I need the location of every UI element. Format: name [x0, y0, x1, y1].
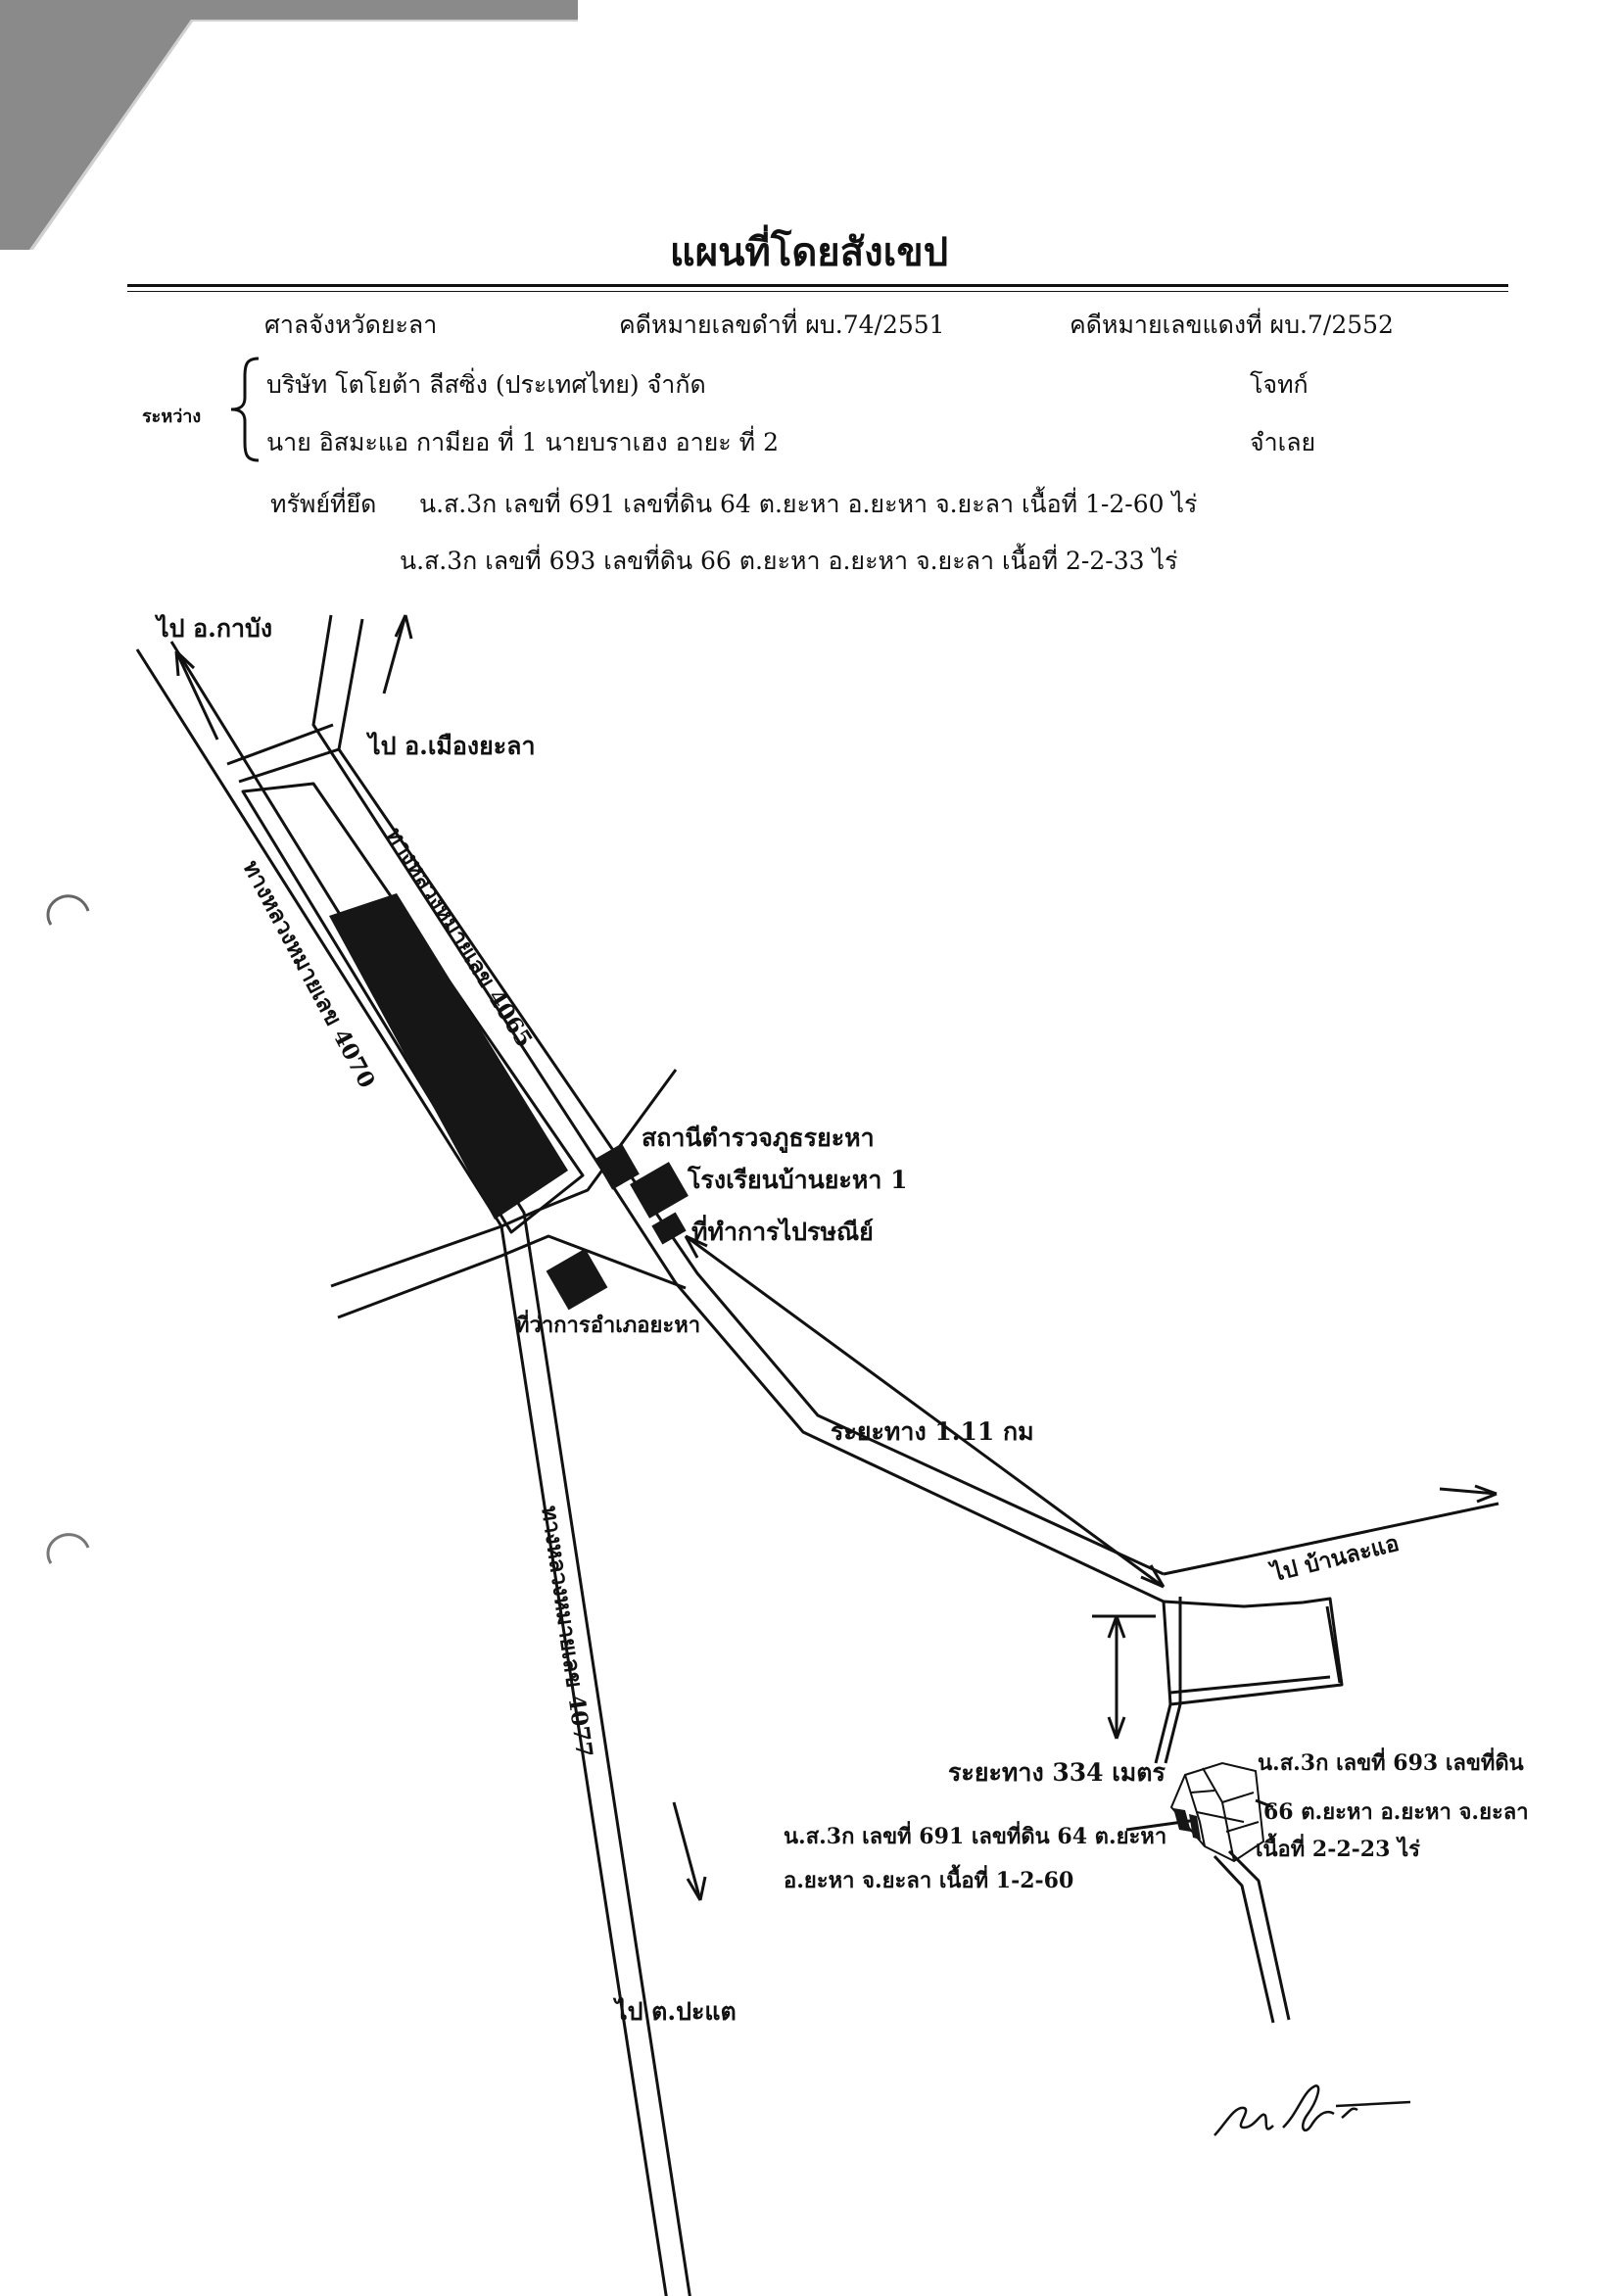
highway-4070-right-edge	[169, 641, 691, 2296]
lower-lane-left	[1213, 1854, 1275, 2024]
arrow-ban-lae	[1439, 1487, 1498, 1496]
label-distance-1: ระยะทาง 1.11 กม	[831, 1417, 1034, 1446]
arrow-mueang-yala	[382, 614, 407, 694]
distance-1-arrow	[685, 1234, 1165, 1589]
label-to-pa-tae: ไป ต.ปะแต	[615, 1997, 737, 2026]
highway-4065-dark-strip	[329, 893, 568, 1220]
between-label: ระหว่าง	[142, 407, 202, 427]
label-parcel-693-line2: 66 ต.ยะหา อ.ยะหา จ.ยะลา	[1263, 1799, 1529, 1825]
side-loop	[1169, 1597, 1344, 1706]
defendant-role: จำเลย	[1250, 428, 1316, 456]
label-distance-2: ระยะทาง 334 เมตร	[948, 1758, 1166, 1787]
label-to-kabang: ไป อ.กาบัง	[157, 614, 273, 643]
plaintiff-name: บริษัท โตโยต้า ลีสซิ่ง (ประเทศไทย) จำกัด	[266, 370, 706, 399]
signature	[1214, 2084, 1411, 2136]
label-parcel-691-line1: น.ส.3ก เลขที่ 691 เลขที่ดิน 64 ต.ยะหา	[784, 1824, 1167, 1849]
arrow-kabang	[174, 650, 219, 741]
lower-lane-right	[1227, 1849, 1291, 2021]
label-school: โรงเรียนบ้านยะหา 1	[688, 1166, 908, 1194]
court-name: ศาลจังหวัดยะลา	[264, 311, 438, 339]
label-police-station: สถานีตำรวจภูธรยะหา	[642, 1124, 875, 1152]
seized-label: ทรัพย์ที่ยึด	[270, 490, 377, 518]
parcel-691-hatch	[1173, 1808, 1201, 1840]
side-loop-bottom	[1169, 1675, 1331, 1695]
party-brace	[230, 357, 260, 462]
post-office-building	[651, 1212, 687, 1245]
title-divider-top	[127, 284, 1508, 287]
police-station-building	[595, 1143, 640, 1190]
label-to-mueang-yala: ไป อ.เมืองยะลา	[368, 732, 536, 760]
fork-right-branch	[238, 747, 340, 784]
cross-road-lower	[337, 1234, 687, 1319]
punch-hole-top	[46, 894, 90, 926]
ban-lae-road-bottom	[1163, 1600, 1304, 1608]
ban-lae-road-top	[1163, 1502, 1499, 1576]
title-divider-bottom	[127, 291, 1508, 292]
seized-property-2: น.ส.3ก เลขที่ 693 เลขที่ดิน 66 ต.ยะหา อ.…	[400, 547, 1178, 575]
label-parcel-691-line2: อ.ยะหา จ.ยะลา เนื้อที่ 1-2-60	[784, 1868, 1074, 1893]
highway-4070-left-edge	[135, 648, 668, 2296]
label-parcel-693-line1: น.ส.3ก เลขที่ 693 เลขที่ดิน	[1258, 1750, 1524, 1776]
plaintiff-role: โจทก์	[1250, 370, 1309, 399]
label-post-office: ที่ทำการไปรษณีย์	[691, 1218, 874, 1246]
school-building	[630, 1162, 689, 1219]
seized-property-1: น.ส.3ก เลขที่ 691 เลขที่ดิน 64 ต.ยะหา อ.…	[419, 490, 1198, 518]
district-office-building	[546, 1248, 608, 1311]
black-case-number: คดีหมายเลขดำที่ ผบ.74/2551	[619, 311, 945, 339]
arrow-pa-tae	[672, 1801, 702, 1901]
land-parcels	[1169, 1761, 1265, 1863]
label-parcel-693-line3: เนื้อที่ 2-2-23 ไร่	[1256, 1837, 1420, 1862]
red-case-number: คดีหมายเลขแดงที่ ผบ.7/2552	[1070, 311, 1394, 339]
parcel-lane-left	[1154, 1601, 1172, 1764]
fork-left-branch	[226, 723, 334, 766]
defendant-names: นาย อิสมะแอ กามียอ ที่ 1 นายบราเฮง อายะ …	[266, 428, 779, 456]
highway-4065-right-edge	[337, 618, 1165, 1576]
page-title: แผนที่โดยสังเขป	[669, 229, 949, 275]
label-district-office: ที่ว่าการอำเภอยะหา	[515, 1313, 701, 1338]
scan-corner-shadow	[0, 0, 578, 250]
side-loop-inner	[1325, 1605, 1342, 1684]
parcel-lane-right	[1164, 1597, 1182, 1764]
punch-hole-bottom	[46, 1533, 90, 1564]
